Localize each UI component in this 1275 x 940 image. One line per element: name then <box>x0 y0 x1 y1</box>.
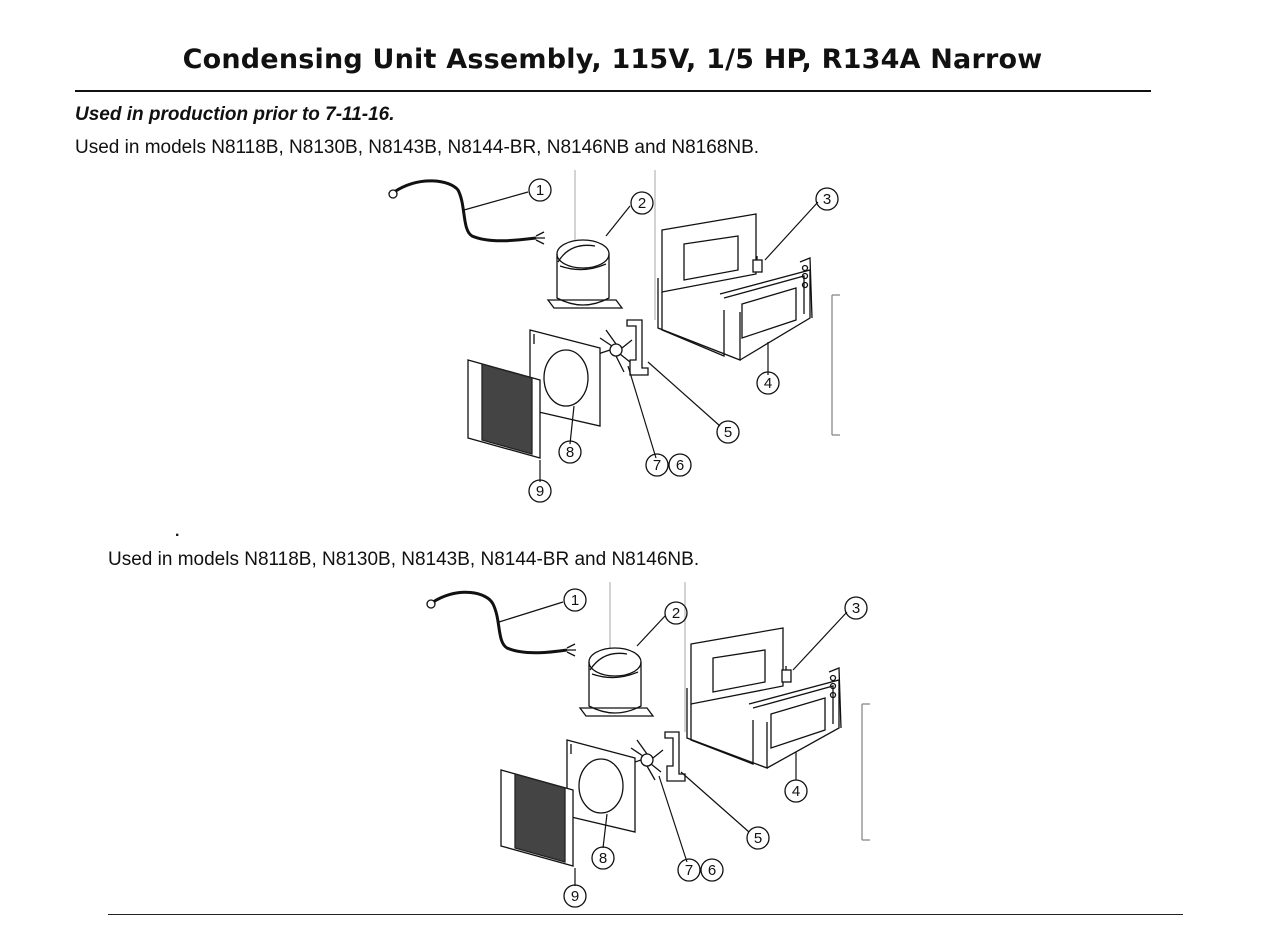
title-divider <box>75 90 1151 92</box>
fan-bracket <box>626 319 649 376</box>
callouts-diagram-2: 1 2 3 4 5 7 6 8 <box>563 588 868 908</box>
callout-3: 3 <box>815 187 839 211</box>
callout-4: 4 <box>784 779 808 803</box>
callout-1: 1 <box>528 178 552 202</box>
exploded-diagram-2: 1 2 3 4 5 7 6 8 <box>426 582 870 908</box>
svg-text:6: 6 <box>708 862 716 879</box>
callout-2: 2 <box>664 601 688 625</box>
svg-text:5: 5 <box>754 830 762 847</box>
base-pan <box>657 213 813 361</box>
section2-marker: . <box>175 523 180 540</box>
fan-bracket <box>664 731 686 782</box>
compressor <box>546 239 624 309</box>
callout-6: 6 <box>668 453 692 477</box>
svg-text:2: 2 <box>672 605 680 622</box>
relay-bracket <box>752 256 763 273</box>
svg-text:1: 1 <box>571 592 579 609</box>
wire-harness <box>426 590 576 657</box>
svg-text:4: 4 <box>764 375 772 392</box>
callout-3: 3 <box>844 596 868 620</box>
shroud <box>566 739 636 833</box>
footer-divider <box>108 914 1183 915</box>
svg-text:7: 7 <box>685 862 693 879</box>
svg-text:9: 9 <box>536 483 544 500</box>
page-title: Condensing Unit Assembly, 115V, 1/5 HP, … <box>182 44 1043 75</box>
exploded-diagram-1: 1 2 3 4 5 7 6 8 <box>388 170 840 503</box>
svg-text:8: 8 <box>566 444 574 461</box>
condenser-coil <box>500 769 574 867</box>
callout-8: 8 <box>591 846 615 870</box>
callout-1: 1 <box>563 588 587 612</box>
svg-text:1: 1 <box>536 182 544 199</box>
svg-text:3: 3 <box>852 600 860 617</box>
callouts-diagram-1: 1 2 3 4 5 7 6 8 <box>528 178 839 503</box>
callout-7: 7 <box>645 453 669 477</box>
svg-text:2: 2 <box>638 195 646 212</box>
wire-harness <box>388 179 545 245</box>
shroud <box>529 329 601 427</box>
compressor <box>578 647 655 717</box>
callout-5: 5 <box>716 420 740 444</box>
svg-text:9: 9 <box>571 888 579 905</box>
section2-models: Used in models N8118B, N8130B, N8143B, N… <box>108 549 700 570</box>
callout-8: 8 <box>558 440 582 464</box>
callout-6: 6 <box>700 858 724 882</box>
fan-blade <box>597 329 633 373</box>
callout-9: 9 <box>528 479 552 503</box>
callout-4: 4 <box>756 371 780 395</box>
callout-5: 5 <box>746 826 770 850</box>
callout-7: 7 <box>677 858 701 882</box>
callout-9: 9 <box>563 884 587 908</box>
svg-text:6: 6 <box>676 457 684 474</box>
callout-2: 2 <box>630 191 654 215</box>
svg-text:4: 4 <box>792 783 800 800</box>
relay-bracket <box>781 666 792 683</box>
production-note: Used in production prior to 7-11-16. <box>75 104 395 125</box>
svg-text:3: 3 <box>823 191 831 208</box>
svg-text:5: 5 <box>724 424 732 441</box>
base-pan <box>686 627 842 769</box>
section1-models: Used in models N8118B, N8130B, N8143B, N… <box>75 137 760 158</box>
svg-text:8: 8 <box>599 850 607 867</box>
svg-text:7: 7 <box>653 457 661 474</box>
condenser-coil <box>467 359 541 459</box>
